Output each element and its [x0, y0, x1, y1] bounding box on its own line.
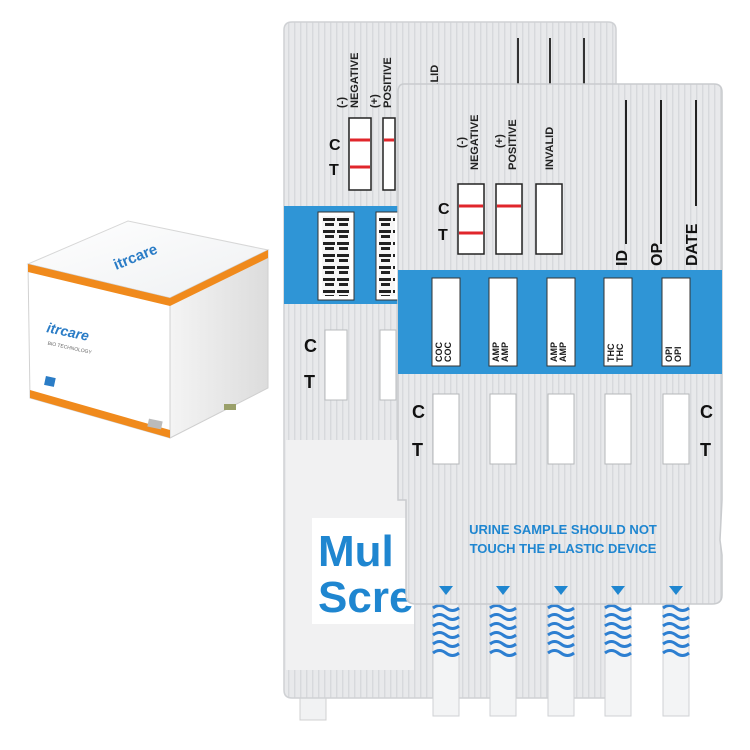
front-result-t-left: T	[412, 440, 423, 460]
back-result-window	[324, 329, 348, 401]
front-dip-arrows	[439, 586, 683, 595]
strip-code-repeat-1: AMP	[491, 342, 501, 362]
front-result-legend: (-) NEGATIVE (+) POSITIVE INVALID C T	[438, 115, 563, 255]
front-legend-window-positive	[495, 183, 523, 255]
dip-arrow-icon	[439, 586, 453, 595]
back-big-title-1: Mul	[318, 527, 394, 576]
front-legend-positive-sign: (+)	[494, 134, 506, 148]
dip-strip-0	[432, 597, 460, 717]
front-legend-negative: NEGATIVE	[469, 115, 481, 170]
front-legend-t: T	[438, 227, 448, 244]
result-window-3	[604, 393, 632, 465]
back-result-t: T	[304, 372, 315, 392]
back-result-legend: (-) NEGATIVE (+) POSITIVE INVALID C T	[329, 53, 441, 191]
front-legend-window-negative	[457, 183, 485, 255]
back-label-white	[312, 518, 414, 624]
strip-code-0: COC	[443, 342, 453, 363]
dip-arrow-icon	[554, 586, 568, 595]
strip-code-repeat-2: AMP	[549, 342, 559, 362]
box-cert-icon	[147, 418, 163, 430]
dip-arrow-icon	[496, 586, 510, 595]
front-legend-invalid: INVALID	[544, 127, 556, 170]
front-legend-positive: POSITIVE	[507, 119, 519, 170]
warning-line-1: URINE SAMPLE SHOULD NOT	[469, 522, 657, 537]
back-legend-t: T	[329, 162, 339, 179]
strip-code-3: THC	[615, 343, 625, 362]
front-legend-window-invalid	[535, 183, 563, 255]
strip-code-4: OPI	[673, 346, 683, 362]
back-legend-window-negative	[348, 117, 372, 191]
back-legend-positive: POSITIVE	[382, 57, 394, 108]
back-result-c: C	[304, 336, 317, 356]
strip-code-repeat-4: OPI	[664, 346, 674, 362]
front-result-t-right: T	[700, 440, 711, 460]
field-id-label: ID	[614, 250, 631, 266]
dip-arrow-icon	[611, 586, 625, 595]
box-cert-icon	[224, 404, 236, 410]
strip-code-repeat-3: THC	[606, 343, 616, 362]
back-big-title-2: Scre	[318, 573, 413, 622]
dip-arrow-icon	[669, 586, 683, 595]
warning-line-2: TOUCH THE PLASTIC DEVICE	[470, 541, 657, 556]
back-legend-negative-sign: (-)	[336, 97, 348, 108]
back-strip-windows	[317, 211, 399, 301]
front-legend-c: C	[438, 201, 450, 218]
dip-strip-2	[547, 597, 575, 717]
strip-code-2: AMP	[558, 342, 568, 362]
back-legend-window-positive	[382, 117, 396, 191]
front-result-windows	[432, 393, 690, 465]
front-legend-negative-sign: (-)	[456, 137, 468, 148]
result-window-0	[432, 393, 460, 465]
result-window-2	[547, 393, 575, 465]
back-result-window	[379, 329, 397, 401]
back-legend-negative: NEGATIVE	[349, 53, 361, 108]
front-result-c-right: C	[700, 402, 713, 422]
strip-code-1: AMP	[500, 342, 510, 362]
back-legend-c: C	[329, 137, 341, 154]
dip-strip-4	[662, 597, 690, 717]
dip-strip-3	[604, 597, 632, 717]
result-window-1	[489, 393, 517, 465]
back-legend-positive-sign: (+)	[369, 94, 381, 108]
field-op-label: OP	[649, 243, 666, 266]
front-result-c-left: C	[412, 402, 425, 422]
field-date-label: DATE	[684, 223, 701, 266]
box-cert-icon	[44, 376, 56, 387]
dip-strip-1	[489, 597, 517, 717]
product-box: itrcare itrcare BIO TECHNOLOGY	[26, 220, 270, 439]
result-window-4	[662, 393, 690, 465]
front-test-cup: ID OP DATE (-) NEGATIVE (+) POSITIVE INV…	[397, 83, 723, 717]
strip-code-repeat-0: COC	[434, 342, 444, 363]
